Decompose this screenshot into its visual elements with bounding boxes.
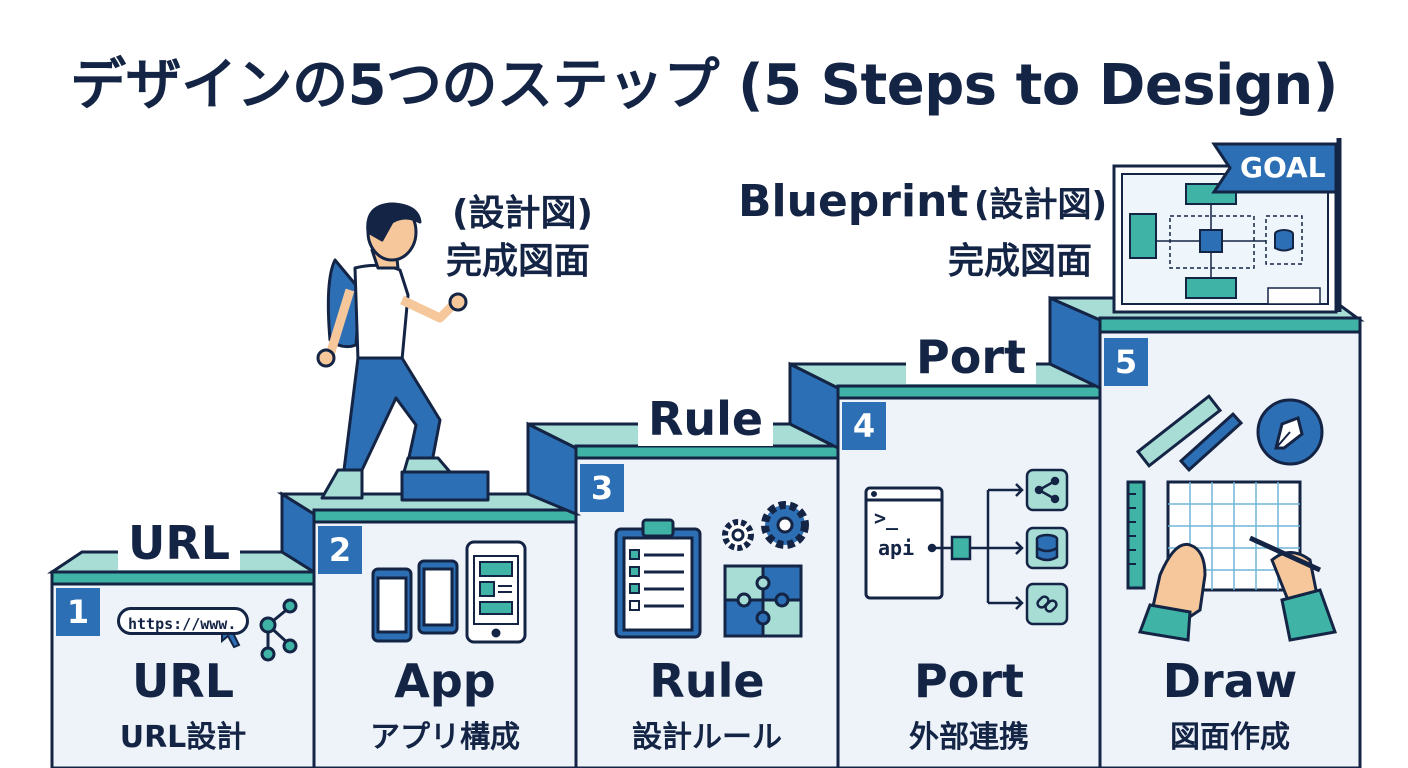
devices-icon xyxy=(371,540,527,644)
network-icon xyxy=(259,598,298,662)
database-icon xyxy=(1025,526,1069,570)
step-1-top-label: URL xyxy=(118,516,241,570)
blueprint-paren: (設計図) xyxy=(974,185,1108,225)
pencil-icon xyxy=(1178,412,1244,472)
api-label: api xyxy=(878,536,915,560)
step-3-edge xyxy=(574,444,840,460)
goal-flag-text: GOAL xyxy=(1240,151,1326,184)
step-5-subtitle: 図面作成 xyxy=(1170,720,1290,755)
terminal-window-icon xyxy=(864,486,944,600)
step-2-name: App xyxy=(394,654,496,708)
step-1-edge xyxy=(50,570,316,586)
step-4-number: 4 xyxy=(842,402,886,450)
terminal-prompt: >_ xyxy=(874,506,899,530)
step-1-name: URL xyxy=(131,654,235,708)
step-5-edge xyxy=(1098,316,1362,334)
step-4-subtitle: 外部連携 xyxy=(909,720,1029,755)
step-2-subtitle: アプリ構成 xyxy=(370,720,520,755)
person-climbing xyxy=(316,202,490,502)
blueprint-word: Blueprint xyxy=(738,176,969,227)
url-bar: https://www. xyxy=(117,607,249,635)
step-3-subtitle: 設計ルール xyxy=(632,720,782,755)
link-icon xyxy=(1025,582,1069,626)
step-4-name: Port xyxy=(914,654,1024,708)
step-4-top-label: Port xyxy=(906,330,1036,384)
step-4-edge xyxy=(836,384,1102,400)
step-5-name: Draw xyxy=(1162,654,1298,708)
person-caption-line1: (設計図) xyxy=(452,193,593,234)
connector-lines xyxy=(927,483,1024,610)
hands-icon xyxy=(1137,535,1338,642)
step-3-name: Rule xyxy=(649,654,765,708)
page-title: デザインの5つのステップ (5 Steps to Design) xyxy=(70,53,1338,118)
gears-icon xyxy=(722,501,809,551)
step-1-number: 1 xyxy=(56,588,100,636)
puzzle-icon xyxy=(723,564,803,638)
step-2-number: 2 xyxy=(318,526,362,574)
blueprint-caption-line2: 完成図面 xyxy=(948,241,1093,282)
ruler-icon xyxy=(1126,394,1223,590)
step-3-top-label: Rule xyxy=(638,392,774,446)
step-1-subtitle: URL設計 xyxy=(119,720,247,755)
goal-flag xyxy=(1211,138,1342,312)
pen-nib-icon xyxy=(1256,398,1324,466)
step-3-number: 3 xyxy=(580,464,624,512)
step-2-edge xyxy=(312,508,578,524)
step-5-number: 5 xyxy=(1104,338,1148,386)
person-caption-line2: 完成図面 xyxy=(446,241,591,282)
blueprint-board xyxy=(1112,164,1338,314)
blueprint-caption-line1: Blueprint (設計図) xyxy=(738,176,1107,227)
clipboard-icon xyxy=(614,518,702,639)
share-icon xyxy=(1025,468,1069,512)
